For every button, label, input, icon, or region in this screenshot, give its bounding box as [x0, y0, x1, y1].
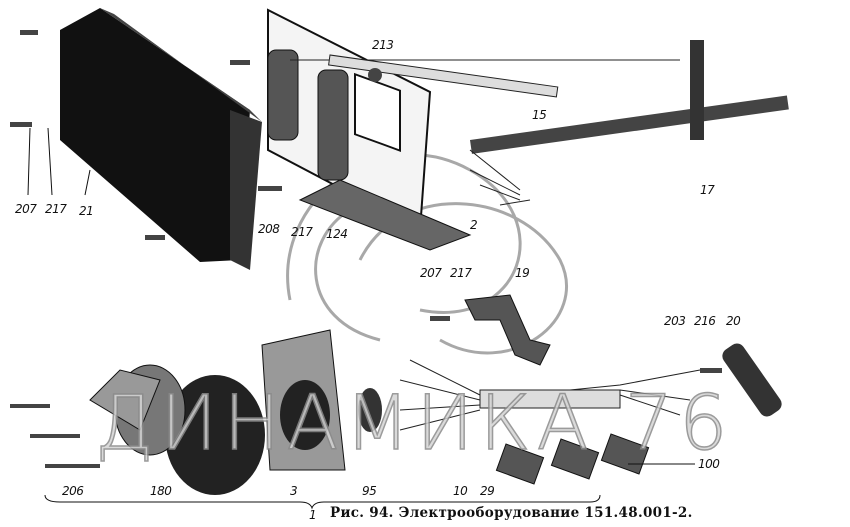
label-10: 10	[453, 484, 468, 498]
housing-part-21	[60, 8, 262, 270]
label-208: 208	[258, 222, 280, 236]
harness-part-17	[469, 40, 789, 206]
label-180: 180	[150, 484, 172, 498]
watermark-text: ДИНАМИКА 76	[94, 377, 734, 468]
label-20: 20	[726, 314, 741, 328]
label-15: 15	[532, 108, 547, 122]
label-17: 17	[700, 183, 715, 197]
label-21: 21	[79, 204, 94, 218]
nut-part-95	[358, 388, 382, 432]
watermark-swirl	[286, 153, 568, 355]
cable-part-15	[290, 54, 680, 98]
label-100: 100	[698, 457, 720, 471]
label-207: 207	[15, 202, 37, 216]
label-19: 19	[515, 266, 530, 280]
flange-part-3	[261, 329, 346, 471]
label-124: 124	[326, 227, 348, 241]
screws	[10, 30, 722, 468]
label-207-b: 207	[420, 266, 442, 280]
label-216: 216	[694, 314, 716, 328]
bracket-part-19	[464, 294, 551, 366]
label-217-b: 217	[291, 225, 313, 239]
label-95: 95	[362, 484, 377, 498]
label-217: 217	[45, 202, 67, 216]
label-2: 2	[470, 218, 478, 232]
label-3: 3	[290, 484, 298, 498]
plate-part-2	[267, 8, 472, 251]
label-206: 206	[62, 484, 84, 498]
label-217-c: 217	[450, 266, 472, 280]
connector-part-124	[267, 49, 349, 181]
label-203: 203	[664, 314, 686, 328]
figure-caption: Рис. 94. Электрооборудование 151.48.001-…	[330, 505, 693, 521]
leader-lines	[27, 127, 695, 510]
cover-part-20	[722, 343, 782, 417]
label-29: 29	[480, 484, 495, 498]
label-213: 213	[372, 38, 394, 52]
label-1: 1	[309, 508, 317, 522]
harness-part-10	[399, 359, 701, 431]
socket-part-180	[89, 364, 265, 495]
